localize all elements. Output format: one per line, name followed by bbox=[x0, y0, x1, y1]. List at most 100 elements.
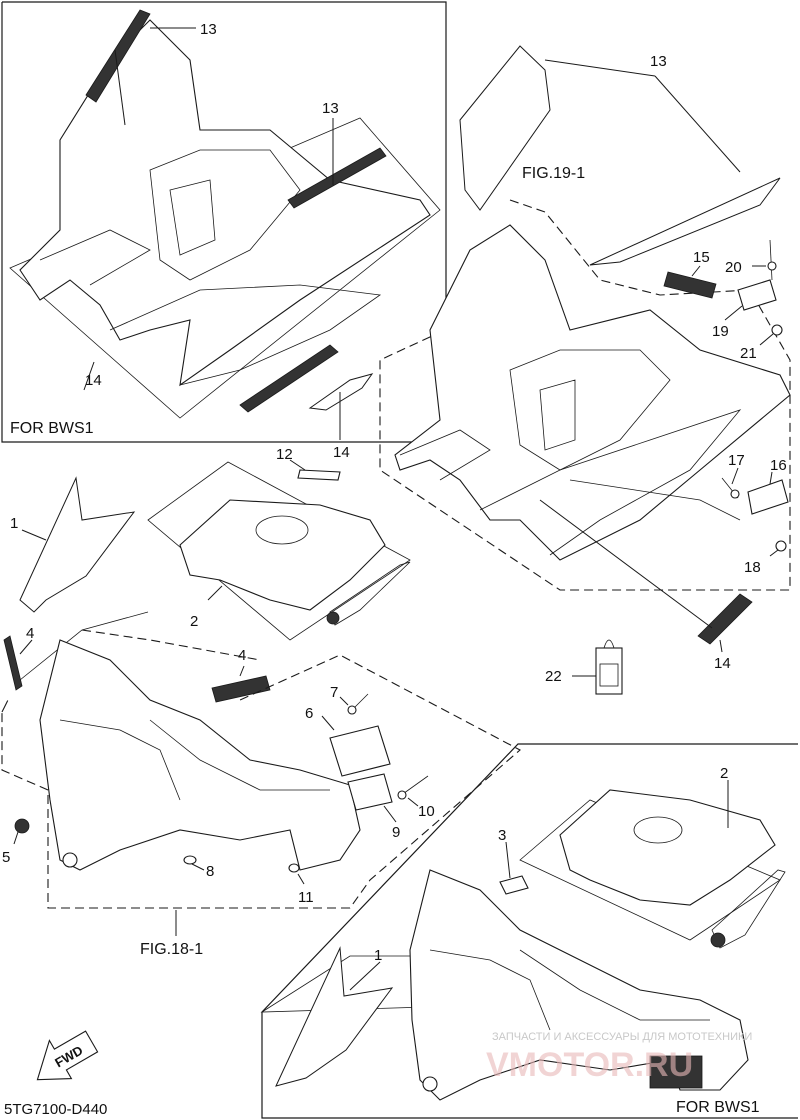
fwd-arrow-icon: FWD bbox=[36, 1030, 99, 1081]
rear-decal-14-left bbox=[308, 373, 374, 411]
part-4-decal-right bbox=[211, 675, 271, 703]
rear-fender-group: 13 FIG.19-1 15 19 20 21 16 17 bbox=[308, 45, 791, 695]
bws1-decal-14 bbox=[239, 344, 339, 413]
callout-14b: 14 bbox=[333, 444, 350, 461]
leader-12 bbox=[289, 459, 306, 471]
front-fender-group: 1 4 4 FIG.18-1 5 6 7 bbox=[1, 476, 521, 958]
bws1-front-fender-crease-right bbox=[519, 949, 710, 1021]
bws1-part-1-decal bbox=[275, 946, 394, 1087]
callout-3: 3 bbox=[498, 827, 506, 844]
tank-cover-group: 12 2 bbox=[147, 446, 411, 641]
callout-11: 11 bbox=[298, 889, 314, 906]
bws1-part-2-tank-cover bbox=[559, 789, 776, 906]
leader-11 bbox=[297, 873, 305, 885]
front-fender-crease-right bbox=[149, 719, 330, 791]
fig-19-1-dashed-region bbox=[379, 199, 791, 591]
part-11-nut bbox=[288, 863, 300, 873]
part-7-screw-head bbox=[347, 705, 357, 715]
group-label-top-left: FOR BWS1 bbox=[10, 420, 94, 437]
leader-8 bbox=[191, 863, 205, 871]
part-3-plate bbox=[499, 875, 529, 895]
leader-13a-to-fender bbox=[114, 49, 126, 126]
part-10-screw-head bbox=[397, 790, 407, 800]
part-15-emblem bbox=[663, 271, 717, 299]
part-22-label-inner bbox=[599, 663, 619, 687]
rear-decal-14 bbox=[697, 593, 753, 645]
callout-20: 20 bbox=[725, 259, 742, 276]
part-2-tank-cap-opening bbox=[255, 515, 309, 545]
part-2-emblem bbox=[326, 611, 340, 625]
bws1-front-fender-mount-hole bbox=[422, 1076, 438, 1092]
leader-13c-lower bbox=[654, 75, 741, 173]
part-1-decal bbox=[19, 476, 136, 613]
front-fender-crease bbox=[59, 719, 181, 801]
callout-16: 16 bbox=[770, 457, 787, 474]
tank-cover-plate-outline bbox=[147, 461, 411, 641]
part-9-plate bbox=[347, 773, 393, 811]
bws1-front-fender bbox=[409, 869, 749, 1101]
callout-15: 15 bbox=[693, 249, 710, 266]
part-19-plate bbox=[737, 279, 777, 311]
fig-18-1-dashed-region bbox=[1, 654, 521, 909]
rear-fender-right-skirt bbox=[479, 409, 742, 556]
leader-13c bbox=[544, 59, 656, 77]
part-20-screw-head bbox=[767, 261, 777, 271]
bws1-decal-13-upper bbox=[85, 9, 151, 103]
callout-12: 12 bbox=[276, 446, 293, 463]
leader-14a bbox=[83, 361, 95, 391]
part-20-screw bbox=[769, 239, 773, 281]
rear-decal-13-upper bbox=[459, 45, 551, 211]
bws1-front-group: 2 3 1 FOR BWS1 bbox=[260, 743, 798, 1119]
callout-17: 17 bbox=[728, 452, 745, 469]
callout-1a: 1 bbox=[10, 515, 18, 532]
leader-17 bbox=[731, 467, 739, 485]
leader-19 bbox=[724, 305, 743, 321]
leader-18 bbox=[769, 549, 779, 557]
leader-1b bbox=[349, 961, 381, 991]
callout-2b: 2 bbox=[720, 765, 728, 782]
rear-decal-13-lower bbox=[589, 177, 781, 266]
callout-14a: 14 bbox=[85, 372, 102, 389]
callout-6: 6 bbox=[305, 705, 313, 722]
callout-21: 21 bbox=[740, 345, 757, 362]
part-5-emblem bbox=[14, 818, 30, 834]
leader-15 bbox=[691, 265, 701, 277]
part-6-plate bbox=[329, 725, 391, 777]
bws1-rear-fender bbox=[19, 19, 431, 387]
leader-10 bbox=[407, 797, 419, 807]
leader-5 bbox=[13, 831, 19, 845]
callout-13a: 13 bbox=[200, 21, 217, 38]
callout-19: 19 bbox=[712, 323, 729, 340]
fig-18-1-label: FIG.18-1 bbox=[140, 941, 203, 958]
callout-8: 8 bbox=[206, 863, 214, 880]
rear-fender-inner-wall bbox=[539, 379, 576, 451]
part-8-nut bbox=[183, 855, 197, 865]
rear-fender-seat-opening bbox=[509, 349, 671, 471]
bws1-front-fender-crease bbox=[429, 949, 551, 1031]
leader-21 bbox=[759, 333, 774, 346]
leader-6 bbox=[321, 715, 335, 731]
leader-4a bbox=[19, 639, 33, 655]
leader-14c bbox=[539, 499, 713, 629]
bws1-tank-cap-opening bbox=[633, 816, 683, 844]
callout-7: 7 bbox=[330, 684, 338, 701]
part-16-plate bbox=[747, 479, 789, 515]
part-17-screw-head bbox=[730, 489, 740, 499]
leader-16 bbox=[769, 471, 773, 485]
callout-1b: 1 bbox=[374, 947, 382, 964]
callout-2a: 2 bbox=[190, 613, 198, 630]
bws1-fender-right-skirt bbox=[109, 284, 382, 386]
callout-9: 9 bbox=[392, 824, 400, 841]
watermark-big-text: VMOTOR.RU bbox=[486, 1046, 693, 1084]
leader-3 bbox=[505, 841, 511, 879]
bws1-fender-left-edge bbox=[39, 229, 151, 286]
part-12-emblem bbox=[297, 469, 341, 481]
leader-2a bbox=[207, 585, 223, 601]
callout-18: 18 bbox=[744, 559, 761, 576]
bws1-decal-13-side bbox=[287, 147, 387, 209]
bws1-tank-emblem bbox=[710, 932, 726, 948]
callout-4b: 4 bbox=[238, 647, 246, 664]
front-fender-mount-hole bbox=[62, 852, 78, 868]
callout-22: 22 bbox=[545, 668, 562, 685]
